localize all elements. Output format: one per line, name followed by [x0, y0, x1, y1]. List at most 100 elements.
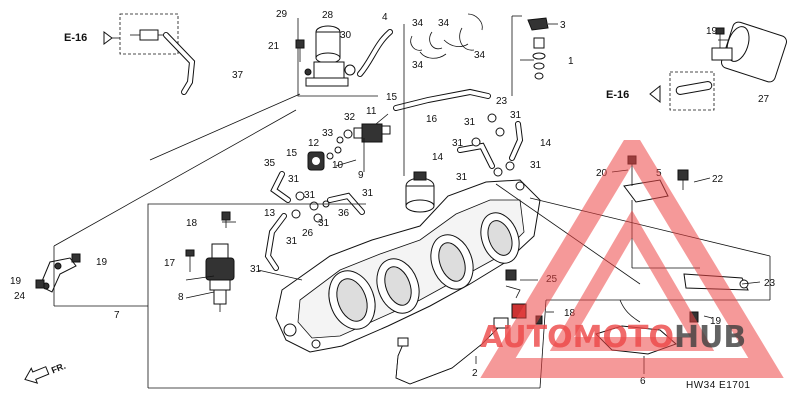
arrow-left-icon	[103, 31, 113, 45]
label-part-31-i[interactable]: 31	[318, 218, 330, 229]
label-part-16[interactable]: 16	[426, 114, 438, 125]
part-bracket-24	[35, 253, 81, 293]
part-clips-34	[410, 13, 483, 59]
label-part-28-b[interactable]: 23	[496, 96, 508, 107]
label-part-21[interactable]: 21	[268, 41, 280, 52]
label-part-8[interactable]: 8	[178, 292, 184, 303]
part-fitting-3	[527, 17, 549, 80]
diagram-code: HW34 E1701	[686, 380, 750, 391]
label-part-33[interactable]: 33	[322, 128, 334, 139]
part-hose-35	[270, 171, 291, 203]
label-part-15-b[interactable]: 15	[286, 148, 298, 159]
label-part-10[interactable]: 10	[332, 160, 344, 171]
label-part-28[interactable]: 28	[322, 10, 334, 21]
part-stay-23	[683, 273, 749, 291]
label-part-31-b[interactable]: 31	[510, 110, 522, 121]
part-hose-4	[357, 29, 393, 77]
label-part-6[interactable]: 6	[640, 376, 646, 387]
part-throttle-body-7	[275, 179, 541, 353]
label-part-32[interactable]: 32	[344, 112, 356, 123]
label-part-12[interactable]: 12	[308, 138, 320, 149]
label-part-31-g[interactable]: 31	[304, 190, 316, 201]
label-part-3[interactable]: 3	[560, 20, 566, 31]
label-part-14-a[interactable]: 14	[540, 138, 552, 149]
label-part-2[interactable]: 2	[472, 368, 478, 379]
ref-frame-right	[669, 71, 715, 111]
label-part-1[interactable]: 1	[568, 56, 574, 67]
part-hose-14	[457, 121, 524, 169]
part-hose-13	[264, 213, 287, 271]
part-plate-6	[595, 299, 677, 355]
direction-arrow-icon	[24, 366, 50, 384]
label-part-20[interactable]: 20	[596, 168, 608, 179]
label-part-4[interactable]: 4	[382, 12, 388, 23]
label-part-34-a[interactable]: 34	[412, 18, 424, 29]
part-fuel-filter-27	[711, 21, 787, 83]
part-sensor-8	[205, 243, 235, 312]
label-part-31-k[interactable]: 31	[250, 264, 262, 275]
label-part-37[interactable]: 37	[232, 70, 244, 81]
label-part-31-a[interactable]: 31	[464, 117, 476, 128]
label-part-17[interactable]: 17	[164, 258, 176, 269]
label-part-19-c[interactable]: 19	[10, 276, 22, 287]
part-diaphragm-9	[405, 171, 435, 213]
label-part-19-a[interactable]: 19	[706, 26, 718, 37]
label-part-9[interactable]: 9	[358, 170, 364, 181]
label-part-27[interactable]: 27	[758, 94, 770, 105]
ref-label-e16-right: E-16	[606, 89, 629, 101]
ref-arrow-e16-top[interactable]: E-16	[64, 31, 120, 45]
label-part-30[interactable]: 30	[340, 30, 352, 41]
label-part-18-b[interactable]: 18	[564, 308, 576, 319]
label-part-11[interactable]: 11	[366, 106, 377, 117]
label-part-34-d[interactable]: 34	[474, 50, 486, 61]
part-hose-ref	[675, 81, 713, 95]
label-part-15-a[interactable]: 15	[386, 92, 398, 103]
label-part-36[interactable]: 36	[338, 208, 350, 219]
part-bolt-19d	[689, 311, 699, 323]
label-part-31-h[interactable]: 31	[362, 188, 374, 199]
ref-frame-top	[119, 13, 179, 55]
part-bolt-18	[221, 211, 231, 228]
part-solenoid-valve-11	[336, 123, 391, 144]
label-part-31-e[interactable]: 31	[456, 172, 468, 183]
part-hose-16	[393, 88, 491, 111]
part-bolt-17	[185, 249, 195, 272]
label-part-31-c[interactable]: 31	[452, 138, 464, 149]
label-part-22[interactable]: 22	[712, 174, 724, 185]
part-bolt-21	[295, 39, 305, 62]
label-part-24[interactable]: 24	[14, 291, 26, 302]
label-part-19-d[interactable]: 19	[710, 316, 722, 327]
label-part-35[interactable]: 35	[264, 158, 276, 169]
part-sensor-18b	[511, 303, 543, 325]
label-part-13[interactable]: 13	[264, 208, 276, 219]
label-part-26[interactable]: 26	[302, 228, 314, 239]
ref-arrow-e16-right[interactable]: E-16	[606, 84, 661, 104]
part-bolt-22	[677, 169, 689, 190]
label-part-29[interactable]: 29	[276, 9, 288, 20]
front-direction-indicator: FR.	[24, 361, 67, 384]
part-hose-36	[327, 192, 365, 215]
part-bracket-5	[623, 155, 669, 203]
label-part-25[interactable]: 25	[546, 274, 558, 285]
label-part-18-a[interactable]: 18	[186, 218, 198, 229]
label-part-31-j[interactable]: 31	[286, 236, 298, 247]
part-valve-12	[307, 146, 342, 171]
label-part-7[interactable]: 7	[114, 310, 120, 321]
ref-label-e16-top: E-16	[64, 32, 87, 44]
label-part-31-f[interactable]: 31	[288, 174, 300, 185]
label-part-34-b[interactable]: 34	[438, 18, 450, 29]
part-vacuum-canister-28	[304, 25, 356, 87]
label-part-19-b[interactable]: 19	[96, 257, 108, 268]
part-connector-37	[130, 29, 196, 95]
arrow-left-icon	[649, 84, 661, 104]
part-wire-2	[395, 317, 509, 385]
label-part-23[interactable]: 23	[764, 278, 776, 289]
label-part-34-c[interactable]: 34	[412, 60, 424, 71]
label-part-14-b[interactable]: 14	[432, 152, 444, 163]
direction-label: FR.	[50, 361, 67, 376]
part-clip-25	[505, 269, 521, 299]
label-part-5[interactable]: 5	[656, 168, 662, 179]
label-part-31-d[interactable]: 31	[530, 160, 542, 171]
